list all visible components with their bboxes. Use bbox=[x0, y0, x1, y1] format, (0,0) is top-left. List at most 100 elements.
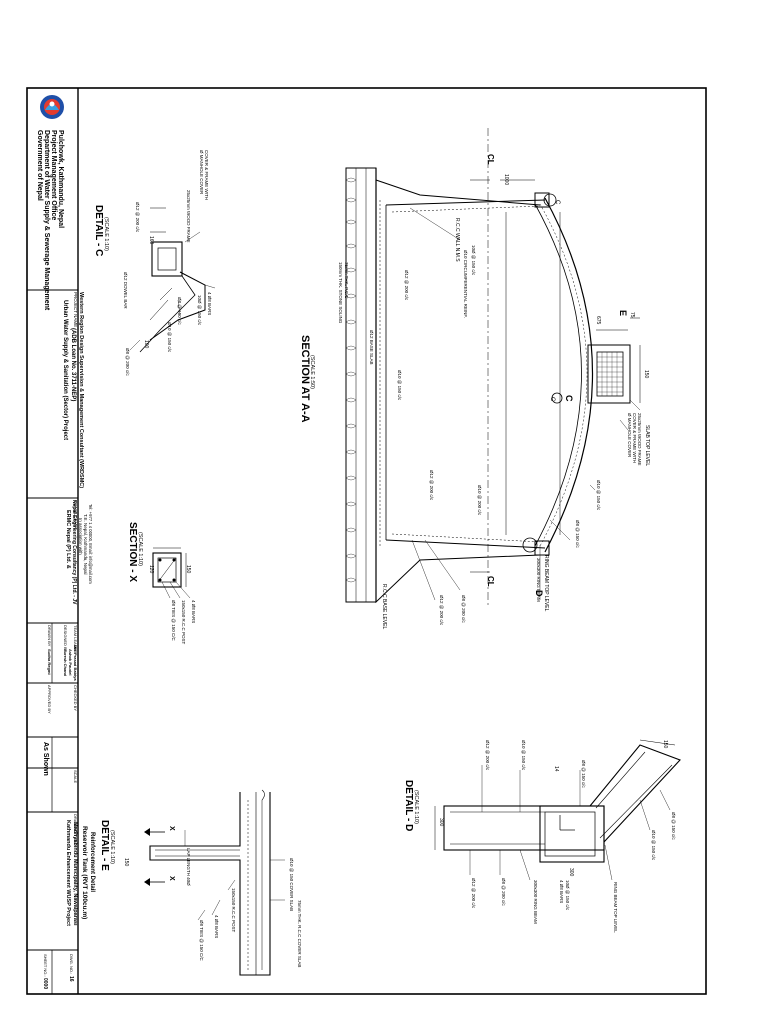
detail-d-scale: (SCALE 1:10) bbox=[413, 790, 419, 824]
section-aa-bar-a: 10Ø @ 150 c/c bbox=[471, 245, 476, 276]
detail-d-dim-150: 150 bbox=[662, 740, 668, 749]
consultant-line-4: T.E. Nepal, Kathmandu, Nepal bbox=[83, 514, 88, 575]
detail-c-wood-frame: 25x25mm WOOD FRAME bbox=[186, 190, 191, 243]
detail-e-dim-150: 150 bbox=[123, 858, 129, 867]
detail-e-view: DETAIL - E (SCALE 1:10) X X 150 Ø10 @ 15… bbox=[99, 789, 302, 976]
project-line-2: (ADB Loan No. 3711-NEP) bbox=[70, 328, 76, 401]
drawing-title-line-1: Kathmandu Enhancement WUSP Project bbox=[65, 820, 71, 926]
project-label: PROJECT NAME bbox=[73, 292, 78, 327]
detail-e-rcc-cover: 75mm THK. R.C.C COVER SLAB bbox=[297, 900, 302, 967]
section-x-scale: (SCALE 1:10) bbox=[137, 532, 143, 566]
marker-x-upper: X bbox=[168, 826, 175, 831]
marker-c-top: C bbox=[549, 397, 555, 402]
org-line-1: Government of Nepal bbox=[36, 130, 43, 201]
consultant-line-2: Nepal Engineering Consultancy (P) Ltd. -… bbox=[71, 500, 77, 605]
section-x-view: SECTION - X (SCALE 1:10) 150 120 4 Ø8 BA… bbox=[127, 522, 196, 645]
rcc-wall-note: R.C.C WALL N.M.S bbox=[454, 218, 460, 262]
org-line-2: Department of Water Supply & Sewerage Ma… bbox=[43, 130, 50, 311]
ring-beam-top-level: RING BEAM TOP LEVEL bbox=[543, 555, 549, 612]
detail-d-dim-14: 14 bbox=[553, 766, 559, 772]
rcc-base-level: R.C.C BASE LEVEL bbox=[381, 584, 387, 630]
marker-c: C bbox=[564, 395, 574, 402]
detail-d-four-bars: 4 Ø8 BARS bbox=[559, 880, 564, 903]
detail-e-cover-slab: Ø10 @ 150 COVER SLAB bbox=[289, 858, 294, 911]
dim-75: 75 bbox=[629, 312, 635, 318]
detail-d-bar-g: Ø8 @ 150 c/c bbox=[671, 812, 676, 840]
pcc-note: 75mm THK. P.C.C bbox=[344, 262, 349, 299]
drawing-title-label: DRAWING TITLE bbox=[73, 814, 78, 845]
centerline-marker: CL bbox=[486, 154, 495, 165]
detail-c-stirrups: 10Ø @ 150 c/c bbox=[197, 295, 202, 326]
section-x-dim-120: 120 bbox=[148, 565, 154, 574]
checked-by-label: CHECKED BY bbox=[73, 685, 78, 711]
detail-d-view: DETAIL - D (SCALE 1:10) 300 14 300 150 Ø… bbox=[403, 739, 681, 933]
detail-d-bar-b: Ø10 @ 150 c/c bbox=[521, 740, 526, 771]
detail-d-bar-a: Ø12 @ 200 c/c bbox=[485, 740, 490, 771]
section-x-ties: Ø8 TIES @ 150 C/C bbox=[171, 600, 176, 642]
detail-d-bar-c: Ø8 @ 150 c/c bbox=[581, 760, 586, 788]
title-block: Government of Nepal Department of Water … bbox=[27, 88, 95, 994]
manhole-frame-note: COVER & FRAME WITH bbox=[632, 413, 637, 463]
project-line-3: Western Region Design Supervision & Mana… bbox=[78, 292, 84, 488]
detail-d-bar-e: Ø12 @ 200 c/c bbox=[471, 878, 476, 909]
detail-c-bar-b: Ø8 @ 150 c/c bbox=[177, 297, 182, 325]
dwg-no-label: DWG. NO.: bbox=[69, 954, 74, 974]
marker-x-lower: X bbox=[168, 876, 175, 881]
section-aa-bar-c: Ø12 @ 200 c/c bbox=[404, 270, 409, 301]
section-x-four-bars: 4 Ø8 BARS bbox=[191, 600, 196, 623]
dim-150: 150 bbox=[643, 370, 649, 379]
consultant-line-3: In association with bbox=[78, 518, 83, 555]
section-aa-scale: (SCALE 1:50) bbox=[309, 355, 315, 389]
detail-e-ties: Ø8 TIES @ 150 C/C bbox=[199, 920, 204, 962]
detail-c-bar-a: Ø12 @ 200 c/c bbox=[135, 202, 140, 233]
detail-c-scale: (SCALE 1:10) bbox=[103, 217, 109, 251]
detail-d-bar-d: Ø8 @ 200 c/c bbox=[501, 878, 506, 906]
sheet-no-value: 0000 bbox=[42, 978, 48, 989]
section-aa-view: SECTION AT A-A (SCALE 1:50) CL CL 1000 6… bbox=[299, 128, 650, 630]
sheet-border bbox=[26, 87, 707, 995]
section-x-post: 150x150 R.C.C POST bbox=[181, 600, 186, 645]
detail-c-view: DETAIL - C (SCALE 1:10) Ø MANHOLE COVER … bbox=[93, 150, 216, 376]
centerline-marker-lower: CL bbox=[486, 576, 495, 587]
sheet-no-label: SHEET NO.: bbox=[43, 954, 48, 977]
scale-label: SCALE bbox=[73, 770, 78, 783]
drawing-title-line-3: Reservoir Tank (RVT 100cu.m) bbox=[81, 826, 88, 919]
org-line-3: Project Management Office bbox=[50, 130, 57, 220]
detail-e-lap: LAP LENGTH 40Ø bbox=[186, 848, 191, 886]
section-x-title: SECTION - X bbox=[127, 522, 138, 582]
org-line-4: Pulchowk, Kathmandu, Nepal bbox=[57, 130, 64, 228]
detail-d-dim-300: 300 bbox=[438, 818, 444, 827]
detail-e-post: 150x150 R.C.C POST bbox=[231, 888, 236, 933]
detail-d-title: DETAIL - D bbox=[403, 780, 414, 831]
section-aa-bar-e: Ø12 @ 200 c/c bbox=[429, 470, 434, 501]
drawing-title-line-2: Madhyabindu Municipality, Nawalparasi bbox=[72, 822, 78, 926]
detail-c-mh-frame: COVER & FRAME WITH bbox=[204, 150, 209, 200]
drawn-by-label: DRAWN BY bbox=[47, 625, 52, 647]
approved-by-label: APPROVED BY bbox=[47, 685, 52, 714]
section-aa-bar-b: Ø10 CIRCUMFERENTIAL REINF. bbox=[463, 250, 468, 318]
marker-c-left: C bbox=[554, 200, 560, 205]
detail-c-bar-d: Ø8 @ 200 c/c bbox=[125, 348, 130, 376]
section-aa-bar-i: Ø8 @ 150 c/c bbox=[575, 520, 580, 548]
detail-d-bar-f: Ø10 @ 150 c/c bbox=[651, 830, 656, 861]
section-aa-bar-d: Ø10 @ 150 c/c bbox=[397, 370, 402, 401]
dim-675: 675 bbox=[595, 316, 601, 325]
detail-d-dim-300b: 300 bbox=[568, 868, 574, 877]
detail-c-bar-c: Ø10 @ 150 c/c bbox=[167, 322, 172, 353]
base-slab-note: Ø12 BASE SLAB bbox=[369, 330, 374, 365]
slab-top-level: SLAB TOP LEVEL bbox=[644, 425, 650, 466]
detail-c-mh-cover: Ø MANHOLE COVER bbox=[199, 150, 204, 195]
marker-d: D bbox=[534, 590, 544, 597]
detail-d-ring-beam: 300x300 RING BEAM bbox=[533, 880, 538, 924]
detail-e-title: DETAIL - E bbox=[99, 820, 110, 871]
detail-e-four-bars: 4 Ø8 BARS bbox=[214, 915, 219, 938]
project-line-1: Urban Water Supply & Sanitation (Sector)… bbox=[62, 300, 68, 440]
wood-frame-note: 25x25mm WOOD FRAME bbox=[637, 413, 642, 466]
section-aa-bar-g: Ø12 @ 200 c/c bbox=[439, 595, 444, 626]
dim-1000: 1000 bbox=[503, 174, 509, 185]
consultant-line-1: ERMC Nepal (P) Ltd. & bbox=[65, 510, 71, 569]
detail-c-four-bars: 4 Ø8 BARS bbox=[207, 292, 212, 315]
government-logo bbox=[40, 95, 64, 119]
detail-c-title: DETAIL - C bbox=[93, 205, 104, 256]
